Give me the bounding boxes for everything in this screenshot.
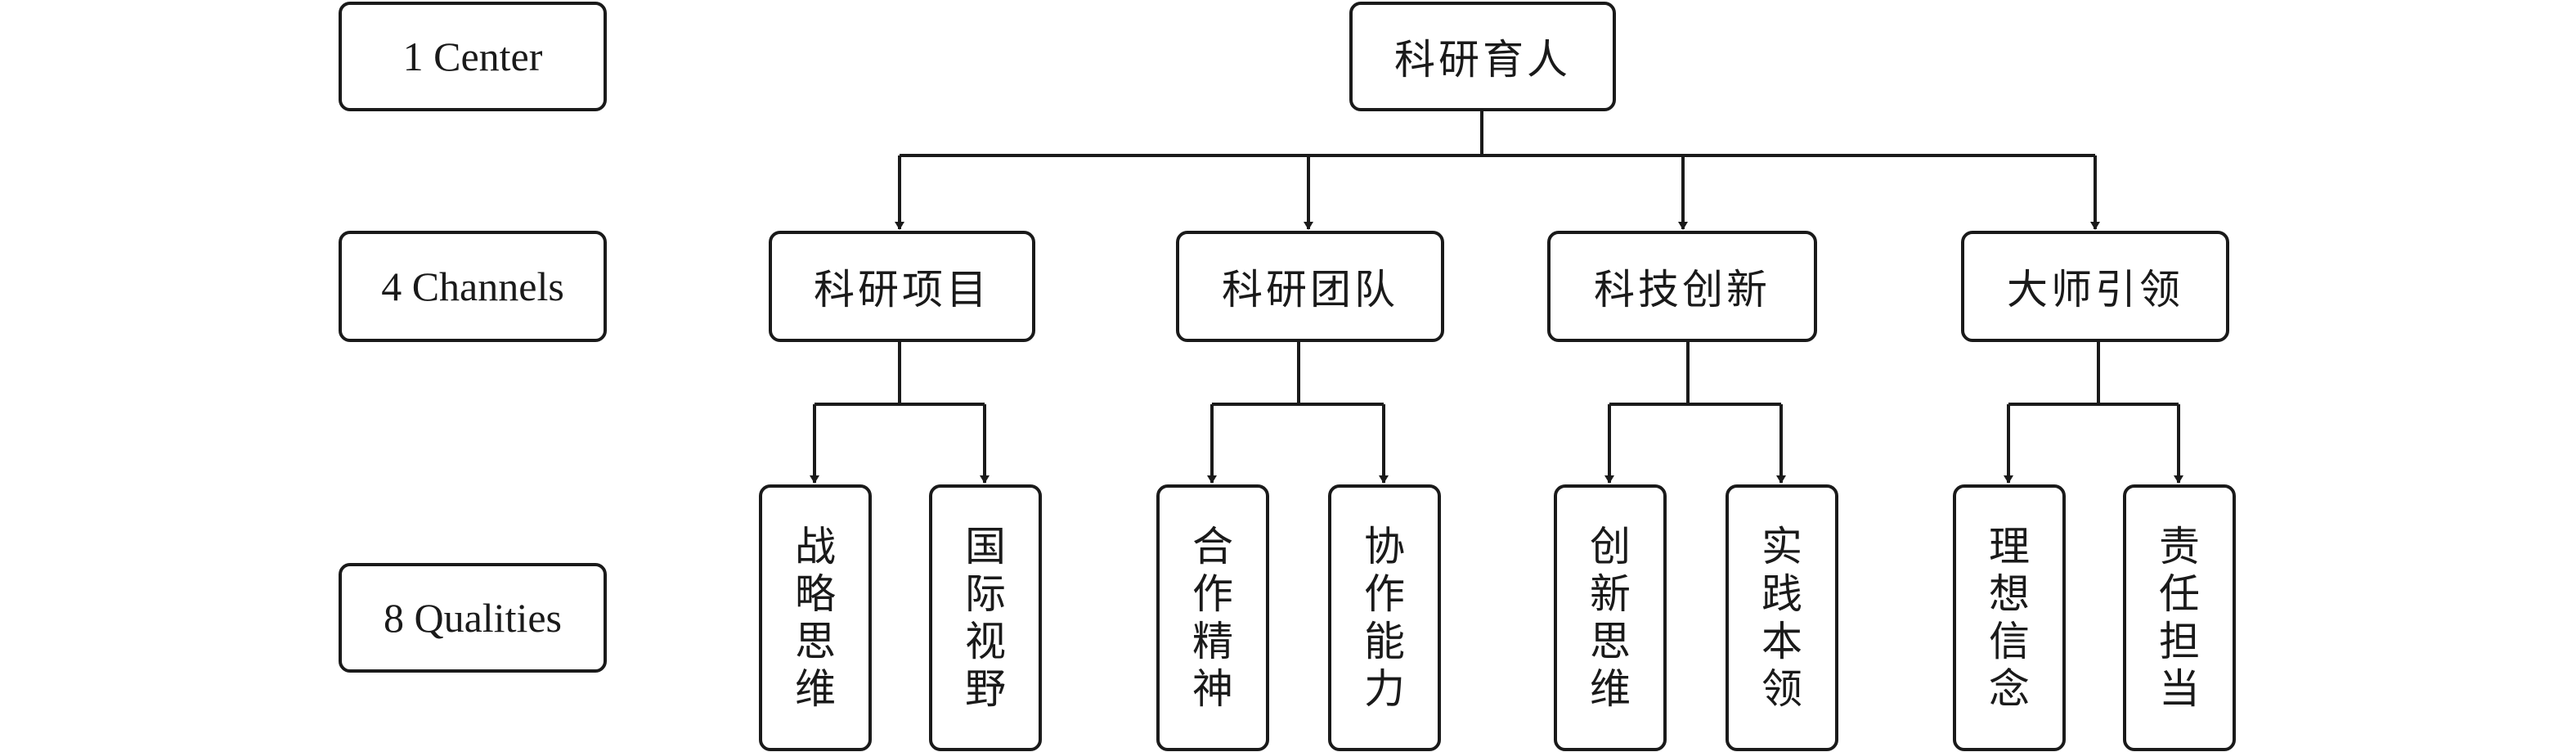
quality-node-cooperation-spirit: 合作精神 [1156,484,1269,751]
channel-node-research-teams: 科研团队 [1176,231,1444,342]
level-label-channels: 4 Channels [339,231,607,342]
channel-node-tech-innovation: 科技创新 [1547,231,1817,342]
root-node: 科研育人 [1349,2,1616,111]
channel-node-research-projects: 科研项目 [769,231,1035,342]
quality-node-practical-skills: 实践本领 [1726,484,1838,751]
quality-node-collaboration-ability: 协作能力 [1328,484,1441,751]
level-label-center: 1 Center [339,2,607,111]
quality-node-innovative-thinking: 创新思维 [1554,484,1667,751]
quality-node-responsibility: 责任担当 [2123,484,2236,751]
channel-node-master-guidance: 大师引领 [1961,231,2229,342]
quality-node-international-vision: 国际视野 [929,484,1042,751]
level-label-qualities: 8 Qualities [339,563,607,673]
quality-node-strategic-thinking: 战略思维 [759,484,872,751]
quality-node-ideals-beliefs: 理想信念 [1953,484,2066,751]
